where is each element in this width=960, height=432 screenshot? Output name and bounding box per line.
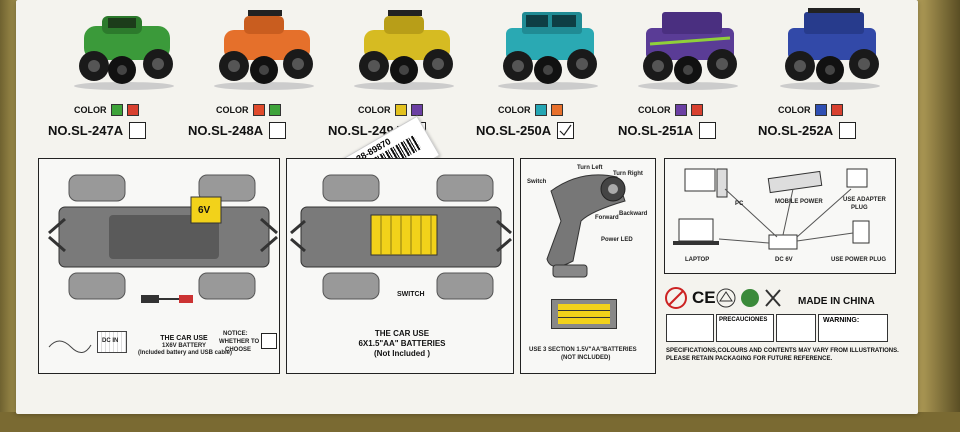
car-use-battery: 1X6V BATTERY: [161, 343, 206, 349]
color-label: COLOR: [778, 105, 811, 115]
panel-remote-control: Turn Left Turn Right Switch Forward Back…: [520, 158, 656, 374]
model-number: NO.SL-251A: [618, 123, 694, 138]
age-warning-icon: [776, 314, 816, 342]
model-number: NO.SL-250A: [476, 123, 552, 138]
power-led-label: Power LED: [601, 237, 633, 243]
warning-text: WARNING:: [823, 317, 860, 324]
dc-in-box: DC IN: [97, 331, 127, 353]
model-checkbox[interactable]: [839, 122, 857, 139]
remote-diagram: [546, 174, 626, 278]
car-image-blue: [780, 8, 880, 90]
variant-251a: COLOR NO.SL-251A: [618, 104, 758, 139]
panel-rechargeable-battery: 6V DC IN THE CAR USE 1X6V BATTERY (Inclu…: [38, 158, 280, 374]
warning-label-small: [666, 314, 714, 342]
color-swatch-teal: [534, 104, 547, 116]
check-mark-icon: [559, 124, 572, 136]
panel-aa-batteries: SWITCH THE CAR USE 6X1.5"AA" BATTERIES (…: [286, 158, 514, 374]
color-swatch-purple: [674, 104, 687, 116]
backward-label: Backward: [619, 211, 648, 217]
made-in-china: MADE IN CHINA: [798, 296, 875, 307]
laptop-label: LAPTOP: [685, 257, 710, 263]
notice-title: NOTICE:: [223, 331, 248, 337]
warning-labels-row: PRECAUCIONES WARNING:: [666, 314, 888, 342]
batt-line3: (Not Included ): [374, 349, 430, 358]
remote-battery-diagram: [551, 299, 617, 329]
car-image-yellow: [354, 10, 454, 90]
model-number: NO.SL-252A: [758, 123, 834, 138]
turn-left-label: Turn Left: [577, 165, 603, 171]
batt-line2: 6X1.5"AA" BATTERIES: [358, 339, 446, 348]
switch-remote-label: Switch: [527, 179, 547, 185]
variant-247a: COLOR NO.SL-247A: [48, 104, 188, 139]
forward-label: Forward: [595, 215, 619, 221]
dc6v-label: DC 6V: [775, 257, 793, 263]
disclaimer-line2: PLEASE RETAIN PACKAGING FOR FUTURE REFER…: [666, 356, 833, 362]
certification-icons: [665, 287, 781, 309]
model-number: NO.SL-248A: [188, 123, 264, 138]
color-swatch-purple: [410, 104, 423, 116]
car-use-title: THE CAR USE: [160, 335, 208, 342]
color-swatch-green: [268, 104, 281, 116]
color-label: COLOR: [358, 105, 391, 115]
cable-connector-icon: [48, 340, 92, 353]
model-checkbox[interactable]: [129, 122, 147, 139]
color-swatch-red: [126, 104, 139, 116]
notice-line2: WHETHER TO: [219, 339, 260, 345]
charging-diagram: [673, 168, 870, 250]
color-swatch-orange: [252, 104, 265, 116]
color-swatch-orange: [550, 104, 563, 116]
batt-title: THE CAR USE: [374, 329, 430, 338]
model-number: NO.SL-247A: [48, 123, 124, 138]
model-checkbox-checked[interactable]: [557, 122, 575, 139]
car-image-green: [74, 16, 174, 90]
disclaimer-line1: SPECIFICATIONS,COLOURS AND CONTENTS MAY …: [666, 348, 899, 354]
model-checkbox[interactable]: [699, 122, 717, 139]
notice-line3: CHOOSE: [225, 347, 252, 353]
car-image-orange: [214, 10, 314, 90]
car-image-purple: [638, 12, 738, 90]
car-image-teal: [498, 12, 598, 90]
box-edge-left: [0, 0, 16, 432]
color-label: COLOR: [638, 105, 671, 115]
precauciones-label: PRECAUCIONES: [716, 314, 774, 342]
chassis-aa-diagram: [290, 174, 512, 300]
remote-use-line2: (NOT INCLUDED): [561, 355, 611, 361]
box-edge-right: [918, 0, 960, 432]
notice-checkbox[interactable]: [261, 333, 277, 349]
use-adapter-plug-label: PLUG: [851, 205, 868, 211]
color-swatch-red: [690, 104, 703, 116]
panel-charging-options: PC MOBILE POWER USE ADAPTER PLUG LAPTOP …: [664, 158, 896, 274]
color-label: COLOR: [74, 105, 107, 115]
color-swatch-blue: [814, 104, 827, 116]
ce-mark: CE: [692, 288, 716, 307]
switch-label: SWITCH: [397, 291, 425, 298]
pc-label: PC: [735, 201, 744, 207]
color-swatch-green: [110, 104, 123, 116]
color-label: COLOR: [498, 105, 531, 115]
precauciones-text: PRECAUCIONES: [719, 317, 768, 323]
variant-252a: COLOR NO.SL-252A: [758, 104, 898, 139]
use-adapter-label: USE ADAPTER: [843, 197, 886, 203]
turn-right-label: Turn Right: [613, 171, 643, 177]
car-use-included: (Included battery and USB cable): [137, 350, 233, 356]
remote-use-line1: USE 3 SECTION 1.5V"AA"BATTERIES: [529, 347, 637, 353]
variant-248a: COLOR NO.SL-248A: [188, 104, 328, 139]
aa-battery-stack: [558, 304, 610, 324]
warning-label: WARNING:: [818, 314, 888, 342]
use-power-plug-label: USE POWER PLUG: [831, 257, 887, 263]
usb-cable-icon: [141, 295, 193, 303]
packaging-card: COLOR NO.SL-247A COLOR NO.SL-248A COLOR …: [16, 0, 918, 414]
model-checkbox[interactable]: [269, 122, 287, 139]
box-edge-bottom: [0, 412, 960, 432]
variant-250a: COLOR NO.SL-250A: [476, 104, 616, 139]
mobile-power-label: MOBILE POWER: [775, 199, 823, 205]
battery-6v-label: 6V: [198, 205, 211, 216]
dc-in-label: DC IN: [102, 338, 119, 344]
chassis-diagram: [48, 174, 278, 300]
color-swatch-yellow: [394, 104, 407, 116]
color-swatch-red: [830, 104, 843, 116]
color-label: COLOR: [216, 105, 249, 115]
